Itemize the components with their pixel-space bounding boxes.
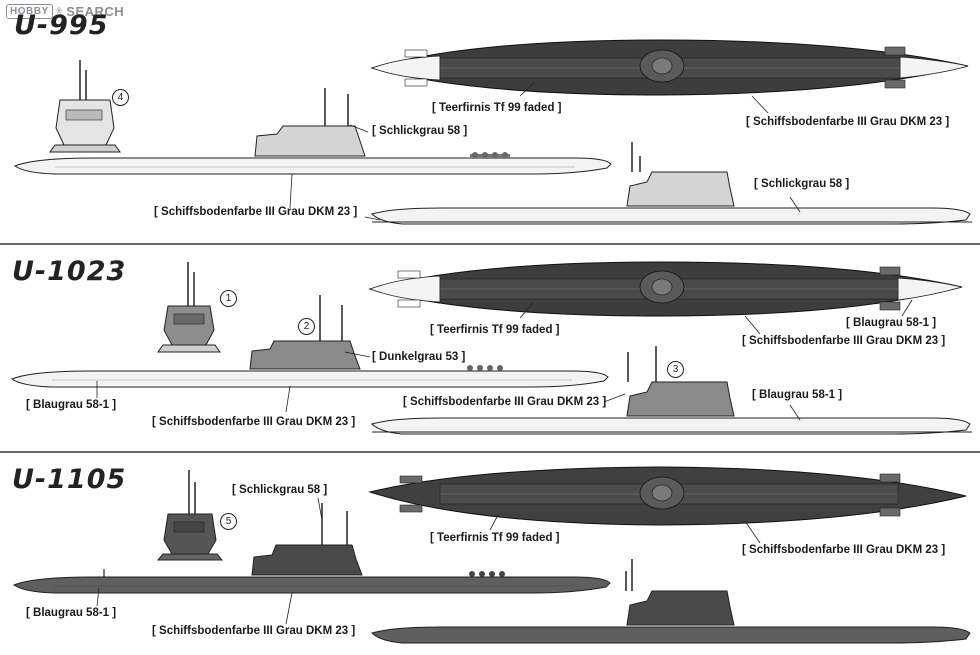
label-tower: [ Dunkelgrau 53 ] — [372, 351, 466, 363]
watermark-reg: ® — [56, 8, 63, 15]
top-view-u1105 — [368, 466, 967, 526]
side-view-u1105 — [12, 503, 611, 594]
label-right-side: [ Schlickgrau 58 ] — [754, 178, 850, 190]
leader-lines-u1023 — [96, 299, 913, 421]
watermark: HOBBY® SEARCH — [6, 4, 124, 19]
leader-lines-u1105 — [96, 497, 761, 625]
label-top-hull: [ Schiffsbodenfarbe III Grau DKM 23 ] — [742, 335, 946, 347]
side-view-right-u995 — [371, 142, 972, 225]
side-view-u995 — [14, 88, 612, 175]
callout-marker: 4 — [112, 89, 129, 106]
label-side-lower: [ Schiffsbodenfarbe III Grau DKM 23 ] — [154, 206, 358, 218]
label-top-deck: [ Teerfirnis Tf 99 faded ] — [430, 532, 560, 544]
submarine-name: U-1023 — [12, 256, 127, 287]
top-view-u1023 — [368, 261, 963, 317]
leader-lines-u995 — [289, 81, 801, 221]
label-side-lower: [ Schiffsbodenfarbe III Grau DKM 23 ] — [152, 416, 356, 428]
label-top-deck: [ Teerfirnis Tf 99 faded ] — [432, 102, 562, 114]
tower-front-u995 — [49, 60, 121, 153]
label-right-mid: [ Schiffsbodenfarbe III Grau DKM 23 ] — [403, 396, 607, 408]
watermark-brand: HOBBY — [6, 4, 53, 19]
watermark-text: SEARCH — [66, 4, 125, 19]
label-top-hull: [ Schiffsbodenfarbe III Grau DKM 23 ] — [742, 544, 946, 556]
label-right-side: [ Blaugrau 58-1 ] — [752, 389, 843, 401]
label-tower: [ Schlickgrau 58 ] — [372, 125, 468, 137]
top-view-u995 — [370, 39, 969, 96]
section-divider — [0, 451, 980, 453]
label-side-lower: [ Schiffsbodenfarbe III Grau DKM 23 ] — [152, 625, 356, 637]
label-left-hull: [ Blaugrau 58-1 ] — [26, 607, 117, 619]
label-tower-top: [ Schlickgrau 58 ] — [232, 484, 328, 496]
callout-marker: 3 — [667, 361, 684, 378]
tower-front-u1105 — [156, 470, 224, 561]
callout-marker: 1 — [220, 290, 237, 307]
callout-marker: 5 — [220, 513, 237, 530]
submarine-name: U-995 — [14, 10, 109, 41]
side-view-right-u1105 — [371, 559, 971, 644]
label-top-right: [ Blaugrau 58-1 ] — [846, 317, 937, 329]
tower-front-u1023 — [157, 262, 221, 353]
callout-marker: 2 — [298, 318, 315, 335]
submarine-name: U-1105 — [12, 464, 127, 495]
label-left-hull: [ Blaugrau 58-1 ] — [26, 399, 117, 411]
label-top-deck: [ Teerfirnis Tf 99 faded ] — [430, 324, 560, 336]
section-divider — [0, 243, 980, 245]
side-view-u1023 — [10, 295, 609, 388]
side-view-right-u1023 — [371, 346, 972, 435]
label-top-hull: [ Schiffsbodenfarbe III Grau DKM 23 ] — [746, 116, 950, 128]
